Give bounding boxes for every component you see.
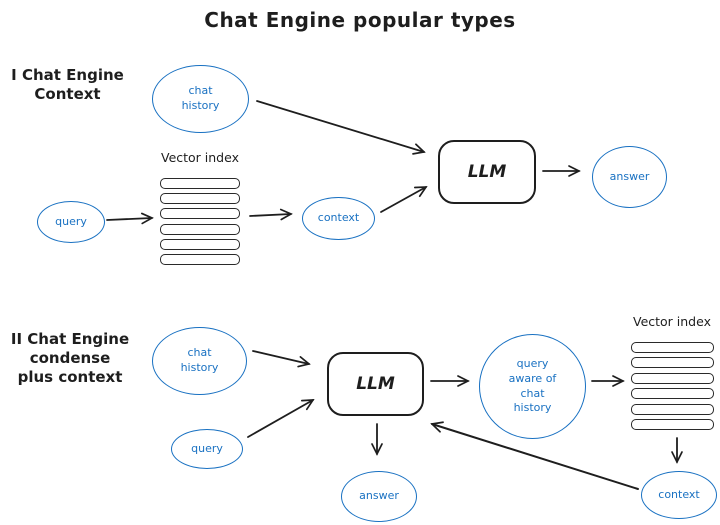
vector-index-2-label: Vector index: [632, 314, 711, 329]
vector-index-1: [160, 178, 240, 265]
arrow-chat-history-2-to-llm-2: [252, 350, 311, 368]
node-query-2: query: [171, 429, 243, 469]
arrow-query-2-to-llm-2: [247, 399, 315, 438]
index-slab: [160, 178, 240, 189]
node-context-2-label: context: [658, 487, 700, 501]
section-1-label: I Chat Engine Context: [11, 66, 124, 103]
index-slab: [631, 357, 714, 369]
node-query-1: query: [37, 201, 105, 243]
vector-index-2: [631, 342, 714, 430]
index-slab: [160, 223, 240, 235]
node-chat-history-1: chat history: [152, 65, 249, 133]
node-answer-1: answer: [592, 146, 667, 208]
index-slab: [160, 238, 240, 250]
node-answer-2-label: answer: [359, 489, 399, 503]
node-llm-1-label: LLM: [467, 162, 507, 182]
index-slab: [631, 372, 714, 384]
index-slab: [631, 388, 714, 400]
node-context-1: context: [302, 197, 375, 240]
node-chat-history-2: chat history: [152, 327, 247, 395]
node-chat-history-1-label: chat history: [181, 84, 220, 112]
node-answer-2: answer: [341, 471, 417, 522]
node-context-2: context: [641, 471, 717, 519]
arrow-query-1-to-vector-index-1: [106, 212, 154, 225]
node-chat-history-2-label: chat history: [180, 346, 219, 374]
section-2-label: II Chat Engine condense plus context: [10, 330, 130, 386]
node-query-2-label: query: [191, 441, 223, 455]
node-llm-2-label: LLM: [356, 374, 395, 394]
node-context-1-label: context: [317, 211, 360, 225]
node-query-aware: query aware of chat history: [479, 334, 586, 439]
vector-index-1-label: Vector index: [160, 150, 239, 165]
node-llm-2: LLM: [327, 352, 424, 416]
node-query-1-label: query: [55, 214, 87, 228]
arrow-vector-index-1-to-context-1: [249, 208, 293, 221]
index-slab: [631, 342, 714, 353]
index-slab: [160, 253, 240, 265]
node-llm-1: LLM: [438, 140, 536, 204]
index-slab: [160, 193, 240, 205]
index-slab: [631, 418, 714, 430]
arrow-context-1-to-llm-1: [380, 186, 428, 213]
index-slab: [160, 208, 240, 220]
node-query-aware-label: query aware of chat history: [508, 356, 557, 415]
node-answer-1-label: answer: [609, 169, 650, 183]
arrow-chat-history-1-to-llm-1: [256, 100, 426, 155]
index-slab: [631, 403, 714, 415]
page-title: Chat Engine popular types: [204, 8, 516, 32]
